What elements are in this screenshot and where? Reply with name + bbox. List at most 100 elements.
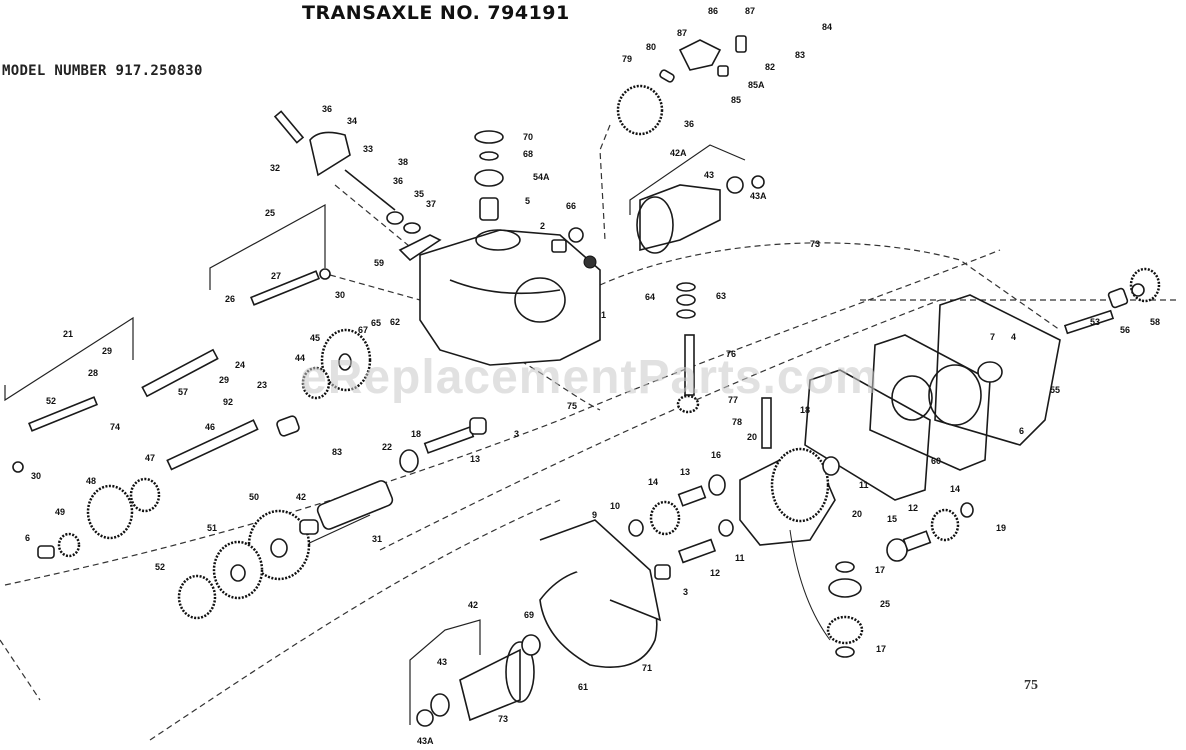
part-callout-71: 71 <box>642 663 652 673</box>
part-callout-23: 23 <box>257 380 267 390</box>
part-callout-45: 45 <box>310 333 320 343</box>
shafts <box>28 270 1115 530</box>
part-callout-21: 21 <box>63 329 73 339</box>
part-callout-83: 83 <box>795 50 805 60</box>
part-callout-68: 68 <box>523 149 533 159</box>
part-callout-43a: 43A <box>750 191 767 201</box>
part-callout-59: 59 <box>374 258 384 268</box>
part-callout-5: 5 <box>525 196 530 206</box>
part-callout-28: 28 <box>88 368 98 378</box>
part-callout-18: 18 <box>411 429 421 439</box>
part-callout-43: 43 <box>704 170 714 180</box>
part-callout-29: 29 <box>219 375 229 385</box>
part-callout-70: 70 <box>523 132 533 142</box>
part-callout-58: 58 <box>1150 317 1160 327</box>
part-callout-47: 47 <box>145 453 155 463</box>
part-callout-75: 75 <box>567 401 577 411</box>
part-callout-85: 85 <box>731 95 741 105</box>
part-callout-86: 86 <box>708 6 718 16</box>
part-callout-43: 43 <box>437 657 447 667</box>
diagram-title: TRANSAXLE NO. 794191 <box>302 2 570 24</box>
part-callout-51: 51 <box>207 523 217 533</box>
part-callout-73: 73 <box>498 714 508 724</box>
part-callout-13: 13 <box>470 454 480 464</box>
part-callout-20: 20 <box>747 432 757 442</box>
part-callout-14: 14 <box>950 484 960 494</box>
part-callout-10: 10 <box>610 501 620 511</box>
part-callout-16: 16 <box>711 450 721 460</box>
part-callout-37: 37 <box>426 199 436 209</box>
part-callout-82: 82 <box>765 62 775 72</box>
part-callout-65: 65 <box>371 318 381 328</box>
part-callout-67: 67 <box>358 325 368 335</box>
part-callout-19: 19 <box>996 523 1006 533</box>
part-callout-30: 30 <box>31 471 41 481</box>
part-callout-3: 3 <box>514 429 519 439</box>
transaxle-housing <box>419 229 601 366</box>
part-callout-6: 6 <box>1019 426 1024 436</box>
part-callout-14: 14 <box>648 477 658 487</box>
part-callout-3: 3 <box>683 587 688 597</box>
part-callout-61: 61 <box>578 682 588 692</box>
part-callout-30: 30 <box>335 290 345 300</box>
part-callout-92: 92 <box>223 397 233 407</box>
part-callout-78: 78 <box>732 417 742 427</box>
part-callout-77: 77 <box>728 395 738 405</box>
gears <box>57 267 1161 645</box>
part-callout-17: 17 <box>876 644 886 654</box>
assembly-brackets <box>4 144 746 725</box>
side-cover-gaskets <box>804 294 1061 501</box>
axle-hubs <box>459 184 721 722</box>
part-callout-46: 46 <box>205 422 215 432</box>
part-callout-57: 57 <box>178 387 188 397</box>
part-callout-84: 84 <box>822 22 832 32</box>
part-callout-36: 36 <box>684 119 694 129</box>
part-callout-52: 52 <box>46 396 56 406</box>
part-callout-42a: 42A <box>670 148 687 158</box>
bearing-stack <box>474 130 584 253</box>
part-callout-7: 7 <box>990 332 995 342</box>
part-callout-35: 35 <box>414 189 424 199</box>
part-callout-24: 24 <box>235 360 245 370</box>
part-callout-2: 2 <box>540 221 545 231</box>
part-callout-25: 25 <box>265 208 275 218</box>
part-callout-1: 1 <box>601 310 606 320</box>
part-callout-6: 6 <box>25 533 30 543</box>
part-callout-43a: 43A <box>417 736 434 746</box>
part-callout-73: 73 <box>810 239 820 249</box>
part-callout-36: 36 <box>393 176 403 186</box>
part-callout-83: 83 <box>332 447 342 457</box>
part-callout-62: 62 <box>390 317 400 327</box>
part-callout-22: 22 <box>382 442 392 452</box>
part-callout-36: 36 <box>322 104 332 114</box>
part-callout-80: 80 <box>646 42 656 52</box>
part-callout-27: 27 <box>271 271 281 281</box>
part-callout-60: 60 <box>931 456 941 466</box>
part-callout-38: 38 <box>398 157 408 167</box>
part-callout-74: 74 <box>110 422 120 432</box>
part-callout-17: 17 <box>875 565 885 575</box>
part-callout-34: 34 <box>347 116 357 126</box>
part-callout-53: 53 <box>1090 317 1100 327</box>
differential-assembly <box>739 447 836 641</box>
small-parts <box>12 35 1145 727</box>
part-callout-54a: 54A <box>533 172 550 182</box>
part-callout-66: 66 <box>566 201 576 211</box>
part-callout-44: 44 <box>295 353 305 363</box>
part-callout-20: 20 <box>852 509 862 519</box>
part-callout-79: 79 <box>622 54 632 64</box>
part-callout-15: 15 <box>887 514 897 524</box>
part-callout-55: 55 <box>1050 385 1060 395</box>
part-callout-26: 26 <box>225 294 235 304</box>
part-callout-63: 63 <box>716 291 726 301</box>
part-callout-87: 87 <box>745 6 755 16</box>
part-callout-69: 69 <box>524 610 534 620</box>
part-callout-52: 52 <box>155 562 165 572</box>
part-callout-87: 87 <box>677 28 687 38</box>
part-callout-25: 25 <box>880 599 890 609</box>
part-callout-29: 29 <box>102 346 112 356</box>
part-callout-18: 18 <box>800 405 810 415</box>
part-callout-64: 64 <box>645 292 655 302</box>
